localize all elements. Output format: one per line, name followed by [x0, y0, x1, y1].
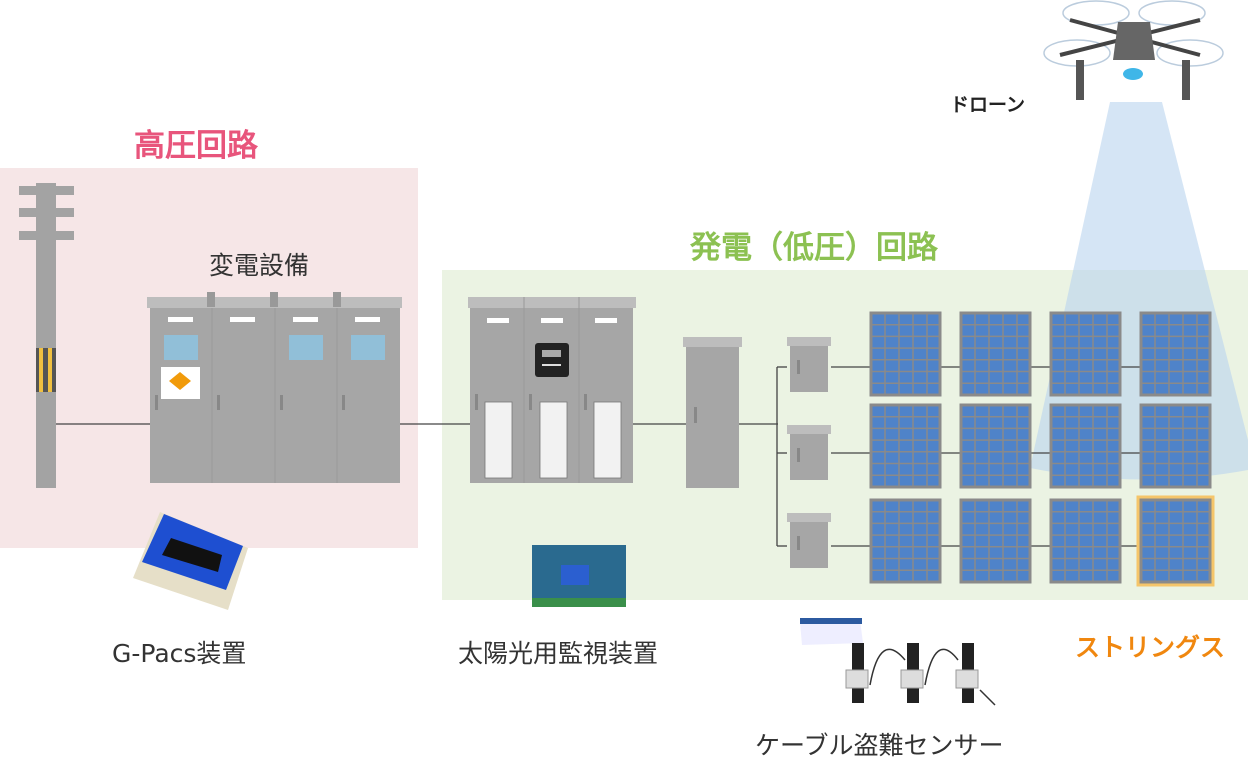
solar-panel [1049, 498, 1122, 584]
utility-pole-icon [19, 183, 74, 488]
solar-panel-highlighted [1136, 495, 1215, 587]
gpacs-label: G-Pacs装置 [112, 639, 247, 668]
solar-monitor-device-icon [532, 545, 626, 607]
solar-panel [959, 403, 1032, 489]
cable-theft-sensor-icon [800, 618, 996, 706]
drone-icon [1043, 0, 1224, 100]
solar-panel [959, 498, 1032, 584]
strings-label: ストリングス [1075, 633, 1226, 662]
solar-panel [1049, 403, 1122, 489]
solar-panel [959, 311, 1032, 397]
power-conditioner-cabinet-icon [468, 297, 636, 483]
solar-panel [1139, 403, 1212, 489]
collection-box-icon [683, 337, 742, 488]
solar-panel-array [869, 311, 1215, 587]
cable-sensor-label: ケーブル盗難センサー [755, 731, 1004, 760]
low-voltage-title: 発電（低圧）回路 [690, 230, 938, 266]
solar-panel [1049, 311, 1122, 397]
solar-panel [869, 498, 942, 584]
high-voltage-title-text: 高圧回路 [134, 128, 258, 164]
high-voltage-title: 高圧回路 [134, 120, 258, 165]
substation-cabinet-icon [147, 292, 402, 483]
solar-panel [869, 311, 942, 397]
substation-label: 変電設備 [209, 251, 310, 280]
solar-panel [869, 403, 942, 489]
junction-boxes [787, 337, 831, 568]
gpacs-device-icon [133, 512, 248, 610]
solar-monitor-label: 太陽光用監視装置 [458, 639, 659, 668]
solar-panel [1139, 311, 1212, 397]
drone-label: ドローン [950, 94, 1026, 116]
